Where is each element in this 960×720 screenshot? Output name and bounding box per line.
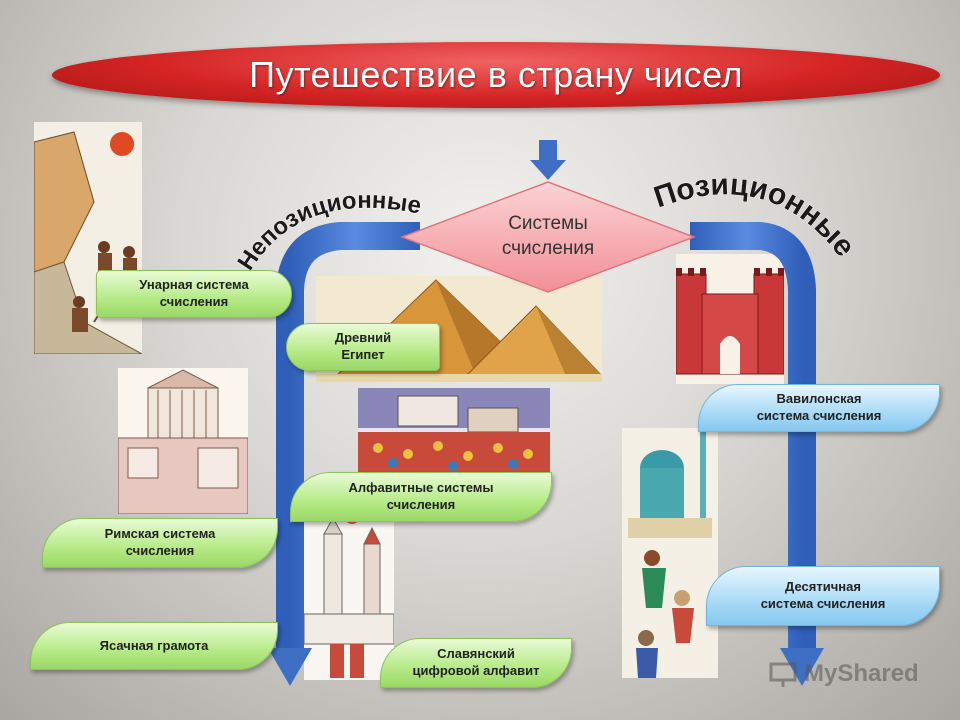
decimal-system-line-2: система счисления — [760, 596, 886, 611]
slavic-alphabet-line-2: цифровой алфавит — [412, 663, 540, 678]
page-title: Путешествие в страну чисел — [249, 54, 743, 95]
kremlin-illustration — [304, 504, 394, 680]
center-label: Системы счисления — [470, 212, 626, 261]
right-arrow-head — [780, 648, 824, 686]
babylon-gate-illustration — [676, 254, 784, 384]
unary-system-line-1: Унарная система — [139, 277, 249, 293]
roman-buildings-illustration — [118, 368, 248, 514]
center-label-line-1: Системы — [508, 213, 588, 234]
arrow-down-icon — [530, 140, 566, 180]
roman-system-line-1: Римская система — [104, 526, 216, 542]
presentation-icon — [769, 662, 797, 687]
yasak-gramota-line-1: Ясачная грамота — [99, 637, 209, 653]
roman-system-line-2: счисления — [125, 543, 195, 558]
ancient-city-illustration — [358, 388, 550, 476]
alphabetic-systems-line-1: Алфавитные системы — [348, 480, 494, 496]
yasak-gramota-node[interactable]: Ясачная грамота — [30, 622, 278, 670]
arc-left-heading: Непозиционные — [232, 187, 423, 275]
unary-system-line-2: счисления — [159, 294, 229, 309]
watermark: MyShared — [768, 656, 919, 692]
center-diamond — [400, 181, 696, 293]
pyramids-illustration — [316, 276, 602, 382]
babylonian-system-line-2: система счисления — [756, 408, 882, 423]
alphabetic-systems-line-2: счисления — [386, 497, 456, 512]
ancient-egypt-line-2: Египет — [341, 347, 385, 362]
mosque-illustration — [622, 428, 718, 678]
cave-people-illustration — [34, 122, 142, 354]
center-label-line-2: счисления — [501, 237, 595, 259]
title-banner: Путешествие в страну чисел — [52, 42, 940, 108]
slavic-alphabet-line-1: Славянский — [437, 646, 515, 662]
left-arrow-head — [268, 648, 312, 686]
ancient-egypt-line-1: Древний — [334, 330, 392, 346]
watermark-text: MyShared — [804, 660, 919, 687]
decimal-system-line-1: Десятичная — [785, 579, 861, 595]
right-flow-arc — [690, 222, 816, 650]
babylonian-system-line-1: Вавилонская — [776, 391, 862, 407]
